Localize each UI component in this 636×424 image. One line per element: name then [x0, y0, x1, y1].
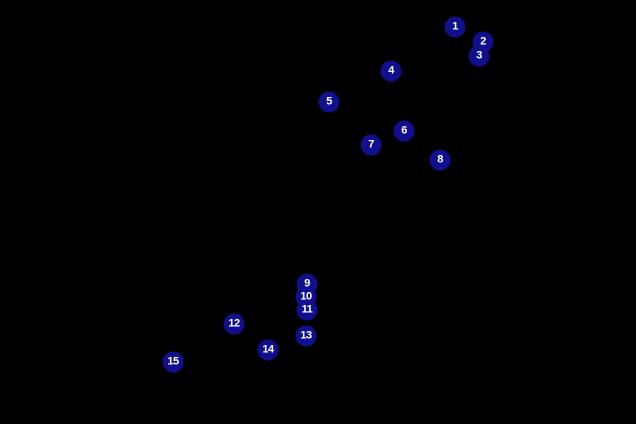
map-marker-label: 1 — [452, 20, 458, 33]
map-marker-label: 8 — [437, 153, 443, 166]
map-marker-3[interactable]: 3 — [468, 45, 490, 67]
map-marker-4[interactable]: 4 — [380, 60, 402, 82]
map-marker-8[interactable]: 8 — [429, 149, 451, 171]
map-marker-label: 13 — [300, 329, 312, 342]
map-marker-label: 15 — [167, 355, 179, 368]
map-marker-label: 4 — [388, 64, 394, 77]
map-marker-12[interactable]: 12 — [223, 313, 245, 335]
map-marker-14[interactable]: 14 — [257, 339, 279, 361]
map-marker-13[interactable]: 13 — [295, 325, 317, 347]
map-marker-1[interactable]: 1 — [444, 16, 466, 38]
map-marker-5[interactable]: 5 — [318, 91, 340, 113]
map-marker-label: 3 — [476, 49, 482, 62]
map-marker-label: 12 — [228, 317, 240, 330]
map-marker-label: 7 — [368, 138, 374, 151]
map-marker-15[interactable]: 15 — [162, 351, 184, 373]
map-marker-label: 6 — [401, 124, 407, 137]
map-marker-7[interactable]: 7 — [360, 134, 382, 156]
map-marker-6[interactable]: 6 — [393, 120, 415, 142]
map-marker-label: 14 — [262, 343, 274, 356]
map-marker-label: 11 — [301, 303, 313, 316]
map-marker-label: 5 — [326, 95, 332, 108]
map-marker-11[interactable]: 11 — [296, 299, 318, 321]
